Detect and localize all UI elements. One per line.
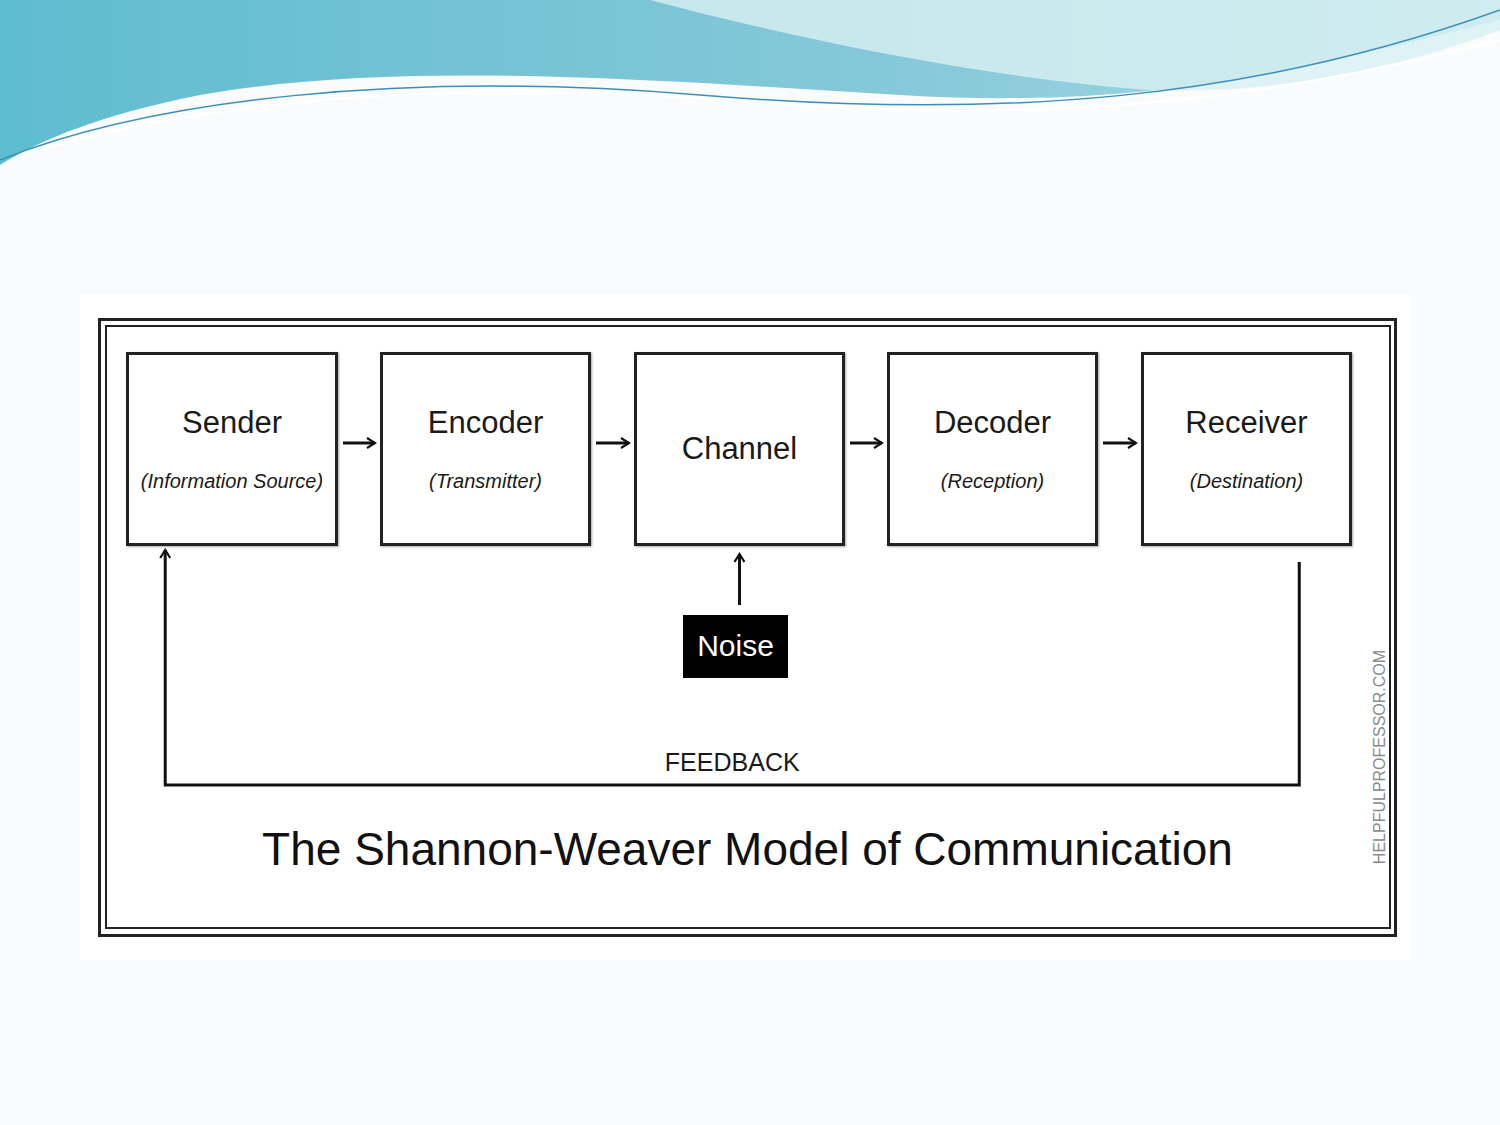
flow-arrow xyxy=(1103,442,1136,445)
node-subtitle: (Destination) xyxy=(1190,470,1303,493)
node-title: Noise xyxy=(697,629,774,664)
node-subtitle: (Reception) xyxy=(941,470,1044,493)
edge-label: FEEDBACK xyxy=(661,748,804,777)
process-box: Receiver (Destination) xyxy=(1141,352,1352,546)
node-subtitle: (Information Source) xyxy=(141,470,323,493)
process-box: Decoder (Reception) xyxy=(887,352,1098,546)
watermark: HELPFULPROFESSOR.COM xyxy=(1371,650,1389,864)
process-box: Sender (Information Source) xyxy=(126,352,338,546)
node-title: Sender xyxy=(182,405,282,441)
node-subtitle: (Transmitter) xyxy=(429,470,542,493)
top-wave-light xyxy=(650,0,1500,90)
node-title: Receiver xyxy=(1185,405,1307,441)
feedback-line xyxy=(165,550,1299,785)
process-box: Channel xyxy=(634,352,845,546)
wave-line xyxy=(0,10,1500,160)
figure-caption: The Shannon-Weaver Model of Communicatio… xyxy=(98,822,1397,876)
process-box: Encoder (Transmitter) xyxy=(380,352,591,546)
node-title: Decoder xyxy=(934,405,1051,441)
node-title: Channel xyxy=(682,431,797,467)
top-wave xyxy=(0,0,1500,165)
figure-ground xyxy=(80,295,1410,960)
flow-arrow xyxy=(596,442,629,445)
flow-arrow xyxy=(738,554,741,605)
wave-line xyxy=(40,40,1500,150)
flow-arrow xyxy=(850,442,882,445)
flow-arrow xyxy=(343,442,375,445)
noise-box: Noise xyxy=(683,615,788,678)
node-title: Encoder xyxy=(428,405,543,441)
